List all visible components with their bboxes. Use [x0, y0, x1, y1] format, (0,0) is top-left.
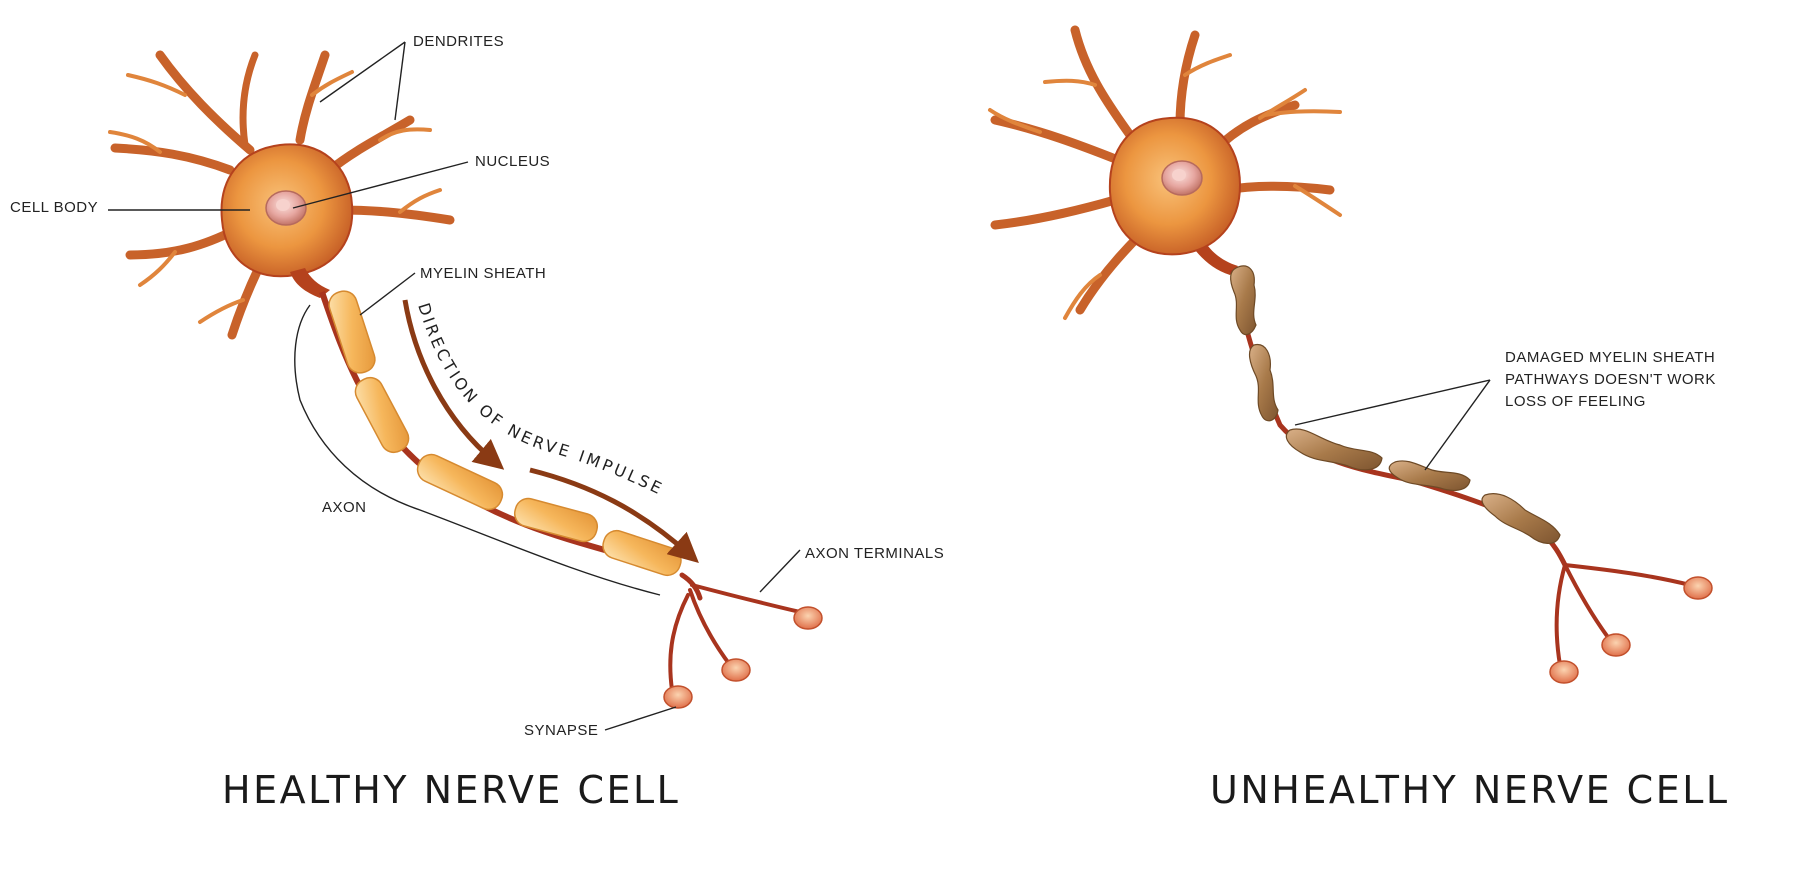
- synapse-terminal-3: [663, 685, 693, 709]
- synapse-terminal-2: [721, 658, 751, 682]
- unhealthy-nucleus: [1161, 160, 1203, 196]
- label-dendrites: DENDRITES: [413, 33, 504, 50]
- label-synapse: SYNAPSE: [524, 722, 598, 739]
- healthy-neuron: DIRECTION OF NERVE IMPULSE DENDRITES NUC…: [10, 33, 944, 812]
- synapse-terminal-1: [793, 606, 823, 630]
- unhealthy-title: UNHEALTHY NERVE CELL: [1210, 768, 1730, 812]
- label-cell-body: CELL BODY: [10, 199, 98, 216]
- healthy-leader-lines: [108, 41, 801, 731]
- damage-leader-lines: [1294, 379, 1491, 471]
- healthy-myelin-segments: [328, 290, 682, 577]
- unhealthy-synapse-1: [1683, 576, 1713, 600]
- label-nucleus: NUCLEUS: [475, 153, 550, 170]
- unhealthy-dendrites: [988, 25, 1342, 320]
- label-axon: AXON: [322, 499, 367, 516]
- unhealthy-synapse-3: [1549, 660, 1579, 684]
- label-damaged-myelin: DAMAGED MYELIN SHEATH: [1505, 349, 1715, 366]
- axon-bracket: [294, 304, 661, 596]
- label-pathways: PATHWAYS DOESN'T WORK: [1505, 371, 1716, 388]
- label-loss-of-feeling: LOSS OF FEELING: [1505, 393, 1646, 410]
- damage-labels: DAMAGED MYELIN SHEATH PATHWAYS DOESN'T W…: [1505, 349, 1716, 410]
- unhealthy-neuron: DAMAGED MYELIN SHEATH PATHWAYS DOESN'T W…: [988, 25, 1730, 812]
- damaged-myelin-segments: [1229, 265, 1561, 544]
- label-axon-terminals: AXON TERMINALS: [805, 545, 944, 562]
- label-myelin-sheath: MYELIN SHEATH: [420, 265, 546, 282]
- unhealthy-axon-terminals: [1549, 563, 1713, 684]
- unhealthy-synapse-2: [1601, 633, 1631, 657]
- healthy-axon-terminals: [663, 572, 823, 709]
- healthy-title: HEALTHY NERVE CELL: [222, 768, 680, 812]
- healthy-nucleus: [265, 190, 307, 226]
